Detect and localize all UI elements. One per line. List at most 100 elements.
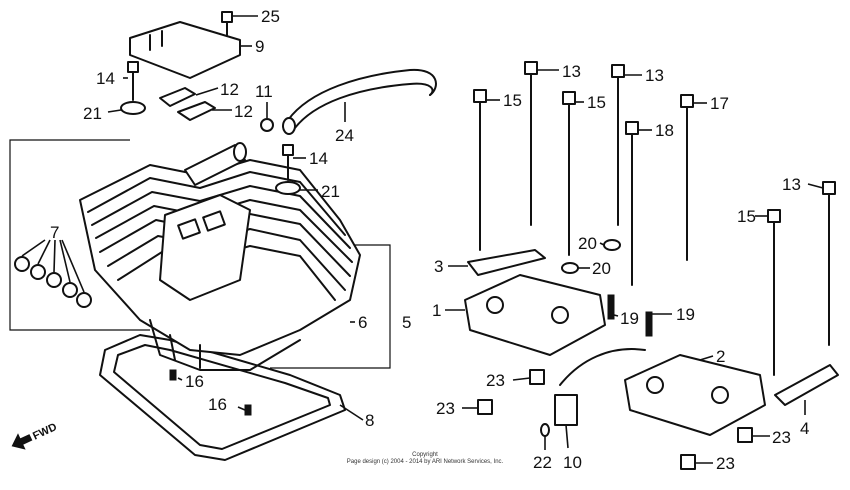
callout-8: 8 (365, 411, 374, 430)
bolt-19-right (645, 311, 653, 337)
callout-19-right: 19 (676, 305, 695, 324)
breather-cover (129, 11, 241, 79)
callout-16-lower: 16 (208, 395, 227, 414)
callout-13-a: 13 (562, 62, 581, 81)
assembly-bracket-left (9, 139, 150, 331)
bolt-14-lower-head (282, 144, 294, 156)
cover-skirt (149, 319, 301, 371)
callout-13-c: 13 (782, 175, 801, 194)
breather-cover-body (129, 21, 241, 79)
hose-24-end (282, 117, 296, 135)
cover-fin-1 (87, 171, 346, 236)
wire-harness-10 (559, 348, 646, 386)
cover-fin-2 (91, 185, 351, 249)
assembly-bracket-right (270, 244, 391, 369)
copyright-notice: Copyright Page design (c) 2004 - 2014 by… (300, 452, 550, 466)
bolt-18-head (625, 121, 639, 135)
dowel-23-d (680, 454, 696, 470)
callout-23-b: 23 (436, 399, 455, 418)
callout-11: 11 (255, 82, 273, 101)
callout-15-b: 15 (587, 93, 606, 112)
dowel-23-b (477, 399, 493, 415)
callout-17: 17 (710, 94, 729, 113)
callout-22: 22 (533, 453, 552, 472)
callout-4: 4 (800, 419, 809, 438)
callout-10: 10 (563, 453, 582, 472)
bolt-16-lower (244, 404, 252, 416)
cam-holder-2-bore-b (711, 386, 729, 404)
fwd-label: FWD (31, 421, 59, 442)
oil-switch-10 (554, 394, 578, 426)
callout-25: 25 (261, 7, 280, 26)
bolt-15-a-head (473, 89, 487, 103)
bolt-14-upper-head (127, 61, 139, 73)
callout-1: 1 (432, 301, 441, 320)
dowel-23-c (737, 427, 753, 443)
dowel-23-a (529, 369, 545, 385)
callout-21-upper: 21 (83, 104, 102, 123)
bolt-16-upper (169, 369, 177, 381)
hose-24-inner (291, 82, 434, 133)
breather-cover-nozzle (149, 30, 163, 51)
head-cover (79, 142, 361, 371)
washer-21-upper (120, 101, 146, 115)
callout-labels: 25 9 14 21 12 12 11 24 14 21 7 6 5 16 16… (50, 7, 809, 473)
callout-16-upper: 16 (185, 372, 204, 391)
bolt-13-c-head (822, 181, 836, 195)
fwd-arrow-icon: FWD (11, 421, 59, 450)
breather-tube-end (233, 142, 247, 162)
callout-6: 6 (358, 313, 367, 332)
stud-bolts (473, 61, 836, 376)
bolt-17-head (680, 94, 694, 108)
callout-15-c: 15 (737, 207, 756, 226)
callout-3: 3 (434, 257, 443, 276)
clip-11 (260, 118, 274, 132)
copyright-line-1: Copyright (412, 452, 438, 458)
copyright-line-2: Page design (c) 2004 - 2014 by ARI Netwo… (346, 459, 504, 465)
cap-set (14, 239, 92, 308)
plate-4 (774, 364, 839, 406)
callout-5: 5 (402, 313, 411, 332)
callout-21-lower: 21 (321, 182, 340, 201)
cam-holder-2 (624, 354, 766, 436)
callout-19-left: 19 (620, 309, 639, 328)
leader-lines (107, 15, 824, 464)
callout-23-a: 23 (486, 371, 505, 390)
callout-14-lower: 14 (309, 149, 328, 168)
cam-holder-2-bore-a (646, 376, 664, 394)
callout-14-upper: 14 (96, 69, 115, 88)
cam-holder-1-bore-a (486, 296, 504, 314)
bolt-13-a-head (524, 61, 538, 75)
callout-23-d: 23 (716, 454, 735, 473)
cap-4 (62, 282, 78, 298)
cover-skirt-rib-1 (169, 334, 176, 361)
callout-7: 7 (50, 223, 59, 242)
callout-9: 9 (255, 37, 264, 56)
breather-port-2 (202, 210, 226, 232)
plate-3 (467, 249, 546, 276)
cap-5 (76, 292, 92, 308)
o-ring-22 (540, 423, 550, 437)
bolt-15-c-head (767, 209, 781, 223)
washer-21-lower (275, 181, 301, 195)
callout-15-a: 15 (503, 91, 522, 110)
hose-24-outer (287, 68, 437, 121)
bolt-13-b-head (611, 64, 625, 78)
fwd-arrow-shape (11, 433, 33, 450)
callout-23-c: 23 (772, 428, 791, 447)
callout-24: 24 (335, 126, 354, 145)
breather-port-1 (177, 218, 201, 240)
callout-20-lower: 20 (592, 259, 611, 278)
cap-3 (46, 272, 62, 288)
callout-18: 18 (655, 121, 674, 140)
cap-2 (30, 264, 46, 280)
callout-12-lower: 12 (234, 102, 253, 121)
callout-2: 2 (716, 347, 725, 366)
bolt-25-head (221, 11, 233, 23)
washer-20-lower (561, 262, 579, 274)
breather-housing (159, 194, 251, 301)
callout-13-b: 13 (645, 66, 664, 85)
rubber-12-lower (177, 101, 216, 121)
rubber-12-upper (159, 87, 196, 107)
